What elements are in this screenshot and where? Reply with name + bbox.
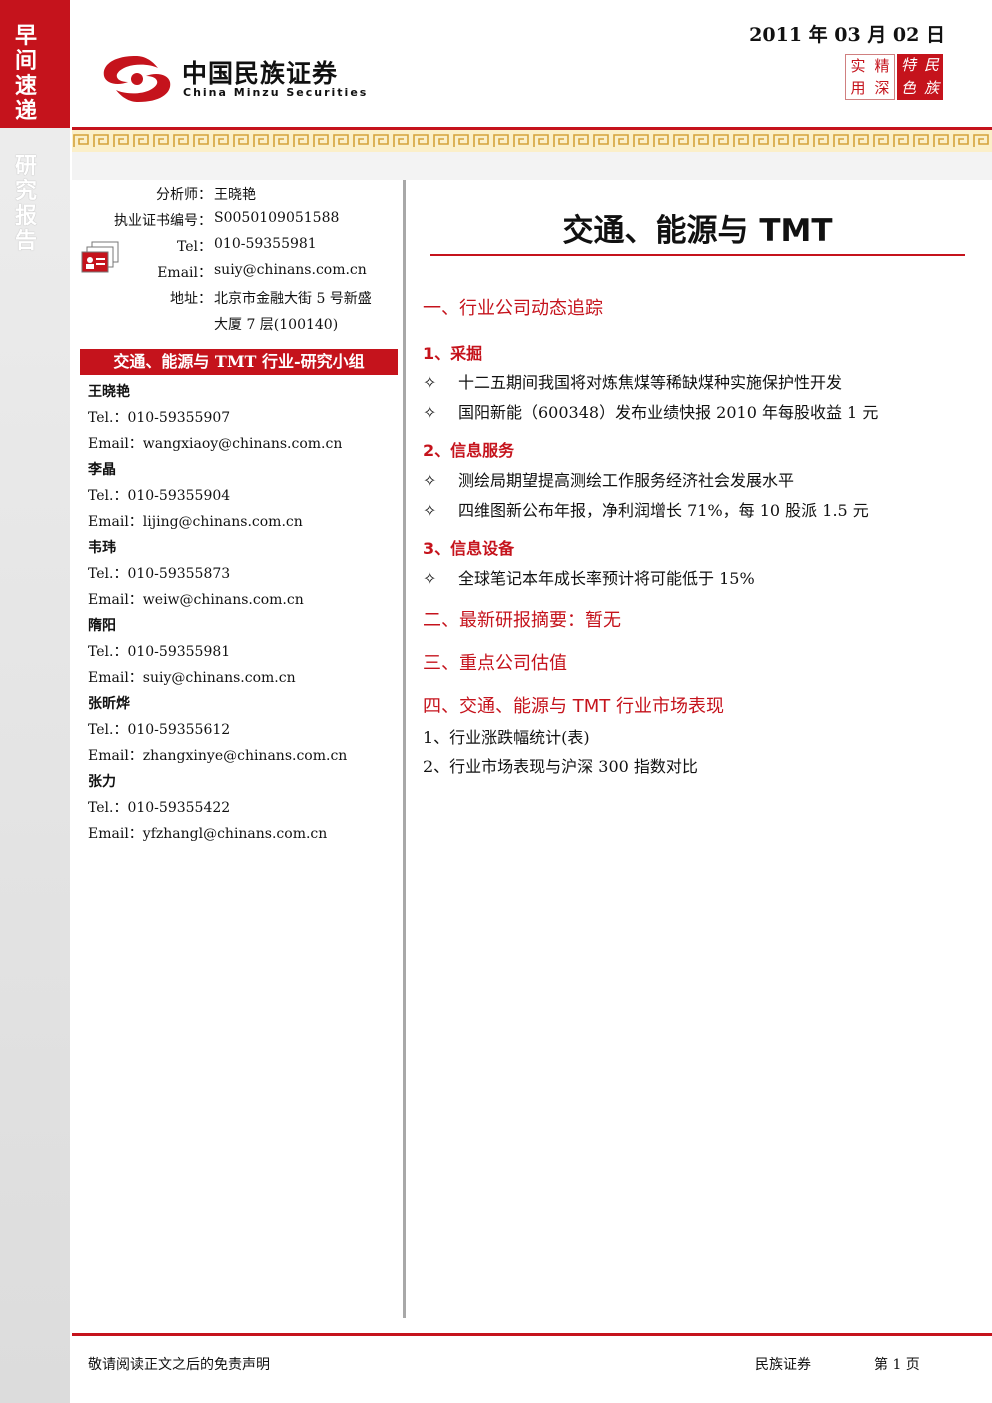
stamp-char: 精 (874, 57, 890, 75)
bullet-icon: ✧ (423, 501, 437, 520)
sidebar-top-label: 早间速递 (14, 24, 37, 124)
contact-card-icon (81, 241, 119, 273)
market-item: 2、行业市场表现与沪深 300 指数对比 (423, 757, 698, 776)
news-item: ✧ 测绘局期望提高测绘工作服务经济社会发展水平 (423, 467, 794, 491)
section-heading: 四、交通、能源与 TMT 行业市场表现 (423, 696, 724, 717)
stamp-char: 族 (923, 79, 939, 97)
brand-logo: 中国民族证券 China Minzu Securities (98, 52, 366, 110)
brand-mark-icon (103, 56, 171, 102)
report-date: 2011 年 03 月 02 日 (749, 24, 945, 46)
cert-label: 执业证书编号： (114, 213, 212, 229)
fret-pattern-icon (72, 130, 992, 152)
news-item: ✧ 国阳新能（600348）发布业绩快报 2010 年每股收益 1 元 (423, 399, 878, 423)
title-underline (430, 254, 965, 256)
report-title: 交通、能源与 TMT (562, 213, 833, 249)
sidebar (0, 0, 70, 1403)
news-item-text: 国阳新能（600348）发布业绩快报 2010 年每股收益 1 元 (458, 403, 879, 422)
sidebar-red-block (0, 0, 70, 128)
news-item-text: 全球笔记本年成长率预计将可能低于 15% (458, 569, 755, 588)
member-name: 张昕烨 (88, 696, 130, 712)
seal-stamp: 实 精 用 深 特 民 色 族 (845, 54, 943, 100)
bullet-icon: ✧ (423, 403, 437, 422)
stamp-char: 用 (850, 79, 866, 97)
sidebar-bottom-label: 研究报告 (14, 154, 37, 254)
address-line-2: 大厦 7 层(100140) (214, 317, 339, 333)
stamp-char: 实 (850, 57, 866, 75)
section-heading: 三、重点公司估值 (423, 653, 567, 674)
member-email: Email：zhangxinye@chinans.com.cn (88, 748, 348, 764)
member-name: 韦玮 (88, 540, 116, 556)
news-item-text: 测绘局期望提高测绘工作服务经济社会发展水平 (458, 471, 795, 490)
member-email: Email：wangxiaoy@chinans.com.cn (88, 436, 343, 452)
member-tel: Tel.：010-59355422 (88, 800, 231, 816)
news-item: ✧ 十二五期间我国将对炼焦煤等稀缺煤种实施保护性开发 (423, 369, 842, 393)
tel-label: Tel： (176, 239, 212, 255)
bullet-icon: ✧ (423, 471, 437, 490)
bullet-icon: ✧ (423, 373, 437, 392)
subsection-heading: 3、信息设备 (423, 539, 515, 558)
brand-name-cn: 中国民族证券 (182, 59, 339, 88)
analyst-name: 王晓艳 (214, 187, 256, 203)
footer-page-number: 第 1 页 (874, 1357, 920, 1373)
tel-value: 010-59355981 (214, 236, 317, 252)
member-tel: Tel.：010-59355904 (88, 488, 231, 504)
footer-company: 民族证券 (755, 1357, 811, 1373)
section-heading: 二、最新研报摘要：暂无 (423, 610, 621, 631)
cert-value: S0050109051588 (214, 210, 340, 226)
member-tel: Tel.：010-59355981 (88, 644, 231, 660)
member-tel: Tel.：010-59355907 (88, 410, 231, 426)
analyst-label: 分析师： (156, 187, 212, 203)
member-name: 王晓艳 (88, 384, 130, 400)
decorative-pattern-band (72, 130, 992, 152)
member-email: Email：suiy@chinans.com.cn (88, 670, 296, 686)
member-tel: Tel.：010-59355873 (88, 566, 231, 582)
news-item: ✧ 四维图新公布年报，净利润增长 71%，每 10 股派 1.5 元 (423, 497, 869, 521)
address-line-1: 北京市金融大街 5 号新盛 (214, 291, 372, 307)
footer-red-line (72, 1333, 992, 1336)
footer-disclaimer: 敬请阅读正文之后的免责声明 (88, 1357, 270, 1373)
member-tel: Tel.：010-59355612 (88, 722, 231, 738)
news-item: ✧ 全球笔记本年成长率预计将可能低于 15% (423, 565, 755, 589)
member-email: Email：weiw@chinans.com.cn (88, 592, 304, 608)
stamp-char: 深 (874, 79, 890, 97)
section-heading: 一、行业公司动态追踪 (423, 298, 603, 319)
member-email: Email：yfzhangl@chinans.com.cn (88, 826, 328, 842)
news-item-text: 四维图新公布年报，净利润增长 71%，每 10 股派 1.5 元 (458, 501, 869, 520)
header-red-line (72, 127, 992, 130)
news-item-text: 十二五期间我国将对炼焦煤等稀缺煤种实施保护性开发 (458, 373, 843, 392)
stamp-char: 特 (900, 56, 916, 74)
column-divider (403, 180, 406, 1318)
member-name: 隋阳 (88, 618, 116, 634)
email-label: Email： (157, 265, 212, 281)
cloud-pattern-band (72, 152, 992, 180)
member-name: 张力 (88, 774, 116, 790)
subsection-heading: 2、信息服务 (423, 441, 515, 460)
subsection-heading: 1、采掘 (423, 344, 483, 363)
stamp-char: 色 (900, 79, 916, 97)
team-header: 交通、能源与 TMT 行业-研究小组 (80, 349, 398, 375)
member-name: 李晶 (88, 462, 116, 478)
email-value: suiy@chinans.com.cn (214, 262, 367, 278)
bullet-icon: ✧ (423, 569, 437, 588)
market-item: 1、行业涨跌幅统计(表) (423, 728, 590, 747)
member-email: Email：lijing@chinans.com.cn (88, 514, 303, 530)
brand-name-en: China Minzu Securities (183, 86, 369, 99)
address-label: 地址： (170, 291, 212, 307)
stamp-char: 民 (923, 56, 939, 74)
